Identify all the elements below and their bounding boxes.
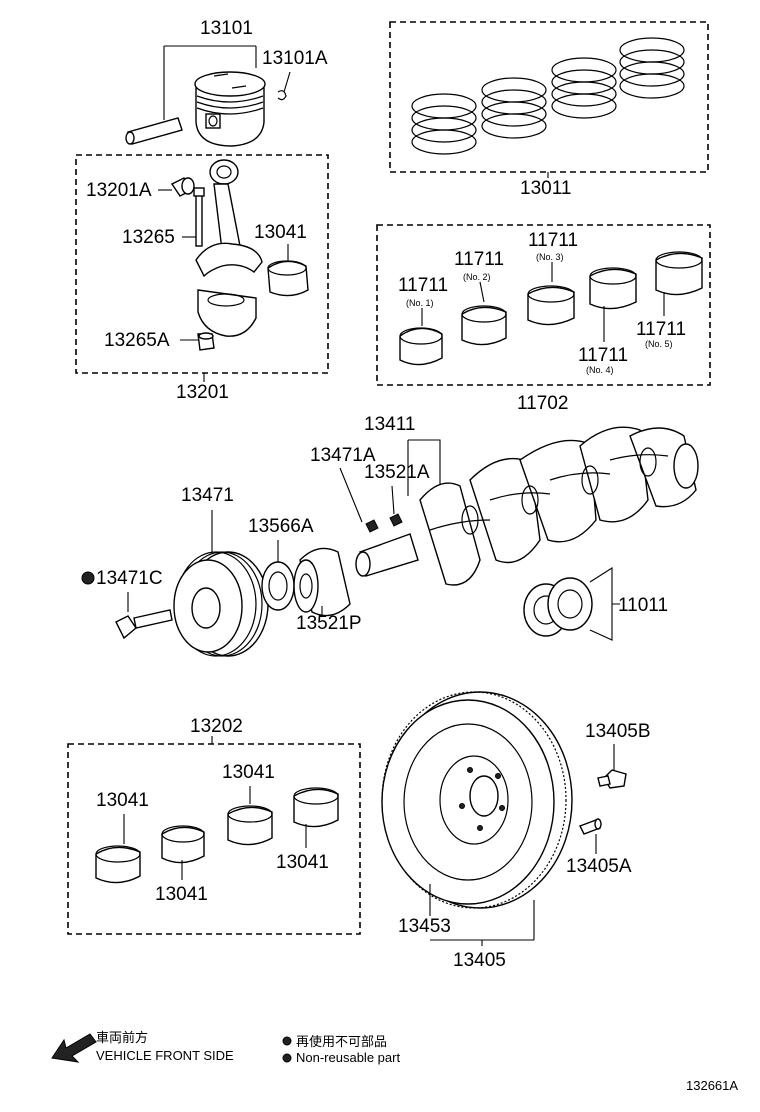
rod-bearing-d <box>293 787 339 828</box>
crankshaft-group: 13411 13471A 13521A <box>310 414 699 586</box>
rod-bearing <box>267 260 309 297</box>
ring-set-1 <box>411 93 477 155</box>
crankshaft <box>355 426 699 586</box>
rod-bearing-a <box>95 845 141 884</box>
oil-seal <box>261 561 295 611</box>
legend-nonreuse-jp: 再使用不可部品 <box>296 1034 387 1049</box>
rod-bearing-set: 13041 13041 13041 13041 <box>95 762 339 905</box>
label-13566a: 13566A <box>248 516 314 537</box>
label-13101a: 13101A <box>262 48 328 69</box>
piston-group: 13101 13101A <box>125 18 328 147</box>
rod-bushing <box>170 177 195 197</box>
legend: 車両前方 VEHICLE FRONT SIDE 再使用不可部品 Non-reus… <box>51 1030 400 1065</box>
main-bearing-box <box>376 224 711 386</box>
note-no3: (No. 3) <box>536 252 564 262</box>
label-13101: 13101 <box>200 18 253 39</box>
label-11711-no4: 11711 <box>578 345 628 366</box>
figure-id: 132661A <box>686 1078 738 1093</box>
pulley-bolt <box>115 609 173 640</box>
legend-front-en: VEHICLE FRONT SIDE <box>96 1048 234 1063</box>
label-13011: 13011 <box>520 178 571 199</box>
label-13405a: 13405A <box>566 856 632 877</box>
main-bearing-no2 <box>461 305 507 346</box>
label-13041-b: 13041 <box>155 884 208 905</box>
note-no2: (No. 2) <box>463 272 491 282</box>
legend-dot-icon-2 <box>282 1053 292 1063</box>
label-13265a: 13265A <box>104 330 170 351</box>
main-bearing-no1 <box>399 327 443 366</box>
rod-cap <box>197 289 257 337</box>
label-13041-rod: 13041 <box>254 222 307 243</box>
con-rod-group: 13201A 13265 13041 <box>86 159 309 403</box>
main-bearing-no5 <box>655 251 703 296</box>
note-no1: (No. 1) <box>406 298 434 308</box>
note-no4: (No. 4) <box>586 365 614 375</box>
label-13265: 13265 <box>122 227 175 248</box>
label-13405: 13405 <box>453 950 506 971</box>
crank-gear <box>293 547 351 617</box>
rod-bearing-box <box>67 743 361 935</box>
legend-nonreuse-en: Non-reusable part <box>296 1050 400 1065</box>
label-11702: 11702 <box>517 393 568 414</box>
label-13411: 13411 <box>364 414 415 435</box>
label-13521a: 13521A <box>364 462 430 483</box>
connecting-rod <box>195 159 263 278</box>
con-rod-box <box>75 154 329 374</box>
label-13201a: 13201A <box>86 180 152 201</box>
main-bearing-no3 <box>527 285 575 326</box>
piston-ring-box <box>389 21 709 173</box>
rod-nut <box>197 332 215 351</box>
legend-front-jp: 車両前方 <box>96 1030 148 1045</box>
ring-set-3 <box>551 57 617 119</box>
label-13471: 13471 <box>181 485 234 506</box>
ring-set-2 <box>481 77 547 139</box>
label-13405b: 13405B <box>585 721 651 742</box>
label-13202: 13202 <box>190 716 243 737</box>
thrust-washer-group: 11011 <box>523 566 668 641</box>
flywheel-bolt <box>597 769 627 789</box>
label-13521p: 13521P <box>296 613 362 634</box>
legend-dot-icon <box>282 1036 292 1046</box>
rod-bearing-b <box>161 825 205 864</box>
rod-bolt <box>193 187 205 247</box>
label-13041-a: 13041 <box>96 790 149 811</box>
flywheel-group: 13405B 13405A 13453 13405 <box>381 691 651 971</box>
rod-bearing-c <box>227 805 273 846</box>
crank-pulley <box>173 551 269 657</box>
label-11711-no1: 11711 <box>398 275 448 296</box>
snap-ring <box>277 90 287 101</box>
piston-rings <box>411 37 685 155</box>
ring-set-4 <box>619 37 685 99</box>
note-no5: (No. 5) <box>645 339 673 349</box>
label-11011: 11011 <box>618 595 668 616</box>
main-bearing-no4 <box>589 267 637 310</box>
thrust-washers <box>523 577 593 637</box>
non-reusable-dot <box>81 571 95 585</box>
main-bearings: 11711 (No. 1) 11711 (No. 2) 11711 (No. 3… <box>398 230 703 375</box>
label-11711-no2: 11711 <box>454 249 504 270</box>
piston <box>194 71 266 147</box>
label-13471a: 13471A <box>310 445 376 466</box>
piston-pin <box>125 117 183 145</box>
label-13453: 13453 <box>398 916 451 937</box>
crank-pulley-group: 13471 13566A 13521P 13471C <box>81 485 362 657</box>
label-13201: 13201 <box>176 382 229 403</box>
label-13471c: 13471C <box>96 568 163 589</box>
label-11711-no3: 11711 <box>528 230 578 251</box>
label-11711-no5: 11711 <box>636 319 686 340</box>
label-13041-d: 13041 <box>276 852 329 873</box>
knock-pin <box>579 818 602 835</box>
flywheel <box>381 691 573 909</box>
front-arrow-icon <box>51 1033 97 1063</box>
label-13041-c: 13041 <box>222 762 275 783</box>
